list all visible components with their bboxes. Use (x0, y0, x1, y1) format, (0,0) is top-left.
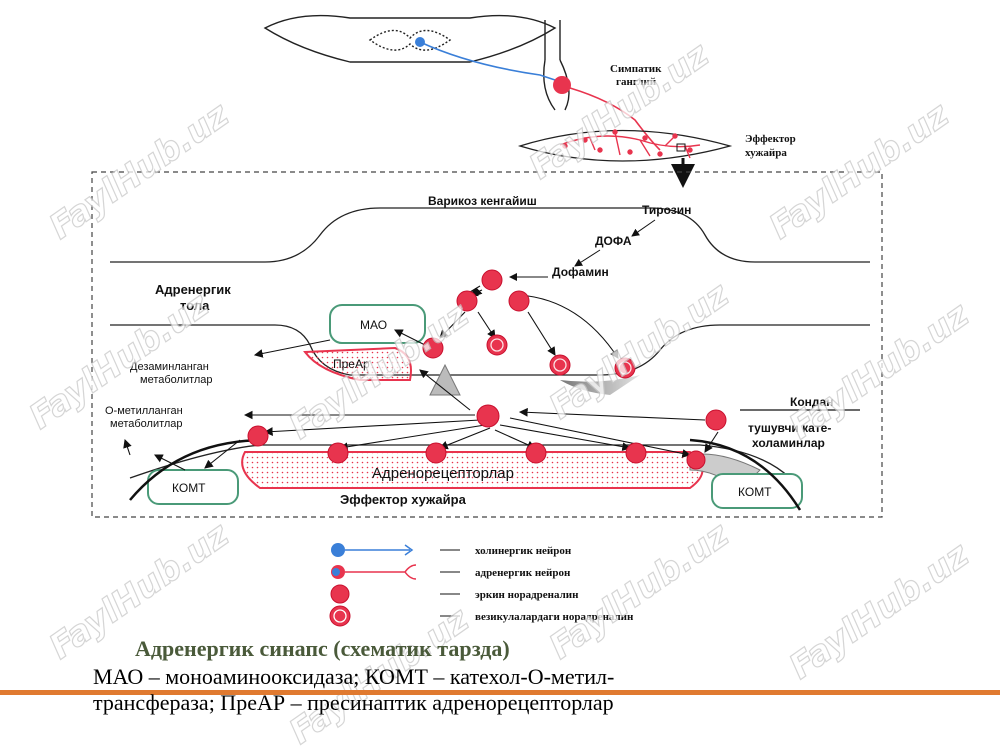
label-deaminated-2: метаболитлар (140, 374, 213, 386)
varicosity-outline (110, 207, 870, 263)
label-adrenergic-axon-1: Адренергик (155, 282, 231, 297)
legend-item-free-na: эркин норадреналин (330, 584, 579, 604)
watermark-2: FaylHub.uz (522, 35, 716, 188)
legend-item-cholinergic: холинергик нейрон (331, 543, 572, 557)
effector-cell-top (517, 129, 733, 162)
watermark-1: FaylHub.uz (42, 95, 236, 248)
label-effector-cell-bottom: Эффектор хужайра (340, 492, 467, 507)
label-sympathetic-ganglion-1: Симпатик (610, 63, 662, 75)
vesicle-na-4 (486, 334, 508, 356)
preganglionic-fiber (419, 41, 556, 81)
label-tyrosine: Тирозин (642, 203, 691, 217)
label-prear: ПреАр (333, 357, 370, 371)
label-dopamine: Дофамин (552, 265, 609, 279)
legend: холинергик нейрон адренергик нейрон эрки… (329, 543, 634, 627)
blood-curve-right (689, 438, 802, 511)
vesicle-highlights (490, 338, 632, 375)
watermark-6: FaylHub.uz (542, 275, 736, 428)
label-sympathetic-ganglion-2: ганглий (616, 76, 657, 88)
receptor-na-5 (686, 450, 706, 470)
vesicle-na-6 (614, 357, 636, 379)
label-dopa: ДОФА (595, 234, 632, 248)
free-na-4 (247, 425, 269, 447)
caption-title: Адренергик синапс (схематик тарзда) (135, 636, 510, 661)
pathway-arrows (123, 285, 719, 471)
free-na-2 (476, 404, 500, 428)
caption-line-1: МАО – моноаминооксидаза; КОМТ – катехол-… (93, 664, 615, 689)
label-adrenoreceptors: Адренорецепторлар (372, 465, 514, 482)
legend-label-vesicle-na: везикулалардаги норадреналин (475, 611, 634, 623)
enlarged-frame (91, 171, 883, 518)
label-blood: Кондан (790, 395, 833, 409)
legend-label-free-na: эркин норадреналин (475, 589, 579, 601)
vesicle-na-3 (508, 290, 530, 312)
komt-left-box (147, 469, 239, 505)
reuptake-funnel-left (429, 363, 461, 396)
legend-label-cholinergic: холинергик нейрон (475, 545, 572, 557)
vesicle-na-1 (481, 269, 503, 291)
receptor-na-2 (425, 442, 447, 464)
vesicle-na-5 (549, 354, 571, 376)
reuptake-funnel-right (560, 375, 640, 395)
synthesis-arrows (509, 219, 656, 281)
label-varicose: Варикоз кенгайиш (428, 194, 537, 208)
zoom-marker (676, 143, 686, 152)
free-na-1 (422, 337, 444, 359)
receptor-na-4 (625, 442, 647, 464)
label-methylated-1: О-метилланган (105, 405, 183, 417)
spinal-cord (263, 14, 570, 111)
legend-item-vesicle-na: везикулалардаги норадреналин (329, 605, 634, 627)
label-incoming-2: холаминлар (752, 436, 825, 450)
noradrenaline-molecules (247, 269, 727, 470)
blood-curve-left (129, 438, 266, 501)
legend-item-adrenergic: адренергик нейрон (331, 564, 571, 580)
postganglionic-fiber (569, 87, 661, 151)
watermark-3: FaylHub.uz (762, 95, 956, 248)
label-adrenergic-axon-2: тола (180, 298, 210, 313)
label-incoming-1: тушувчи кате- (748, 421, 831, 435)
label-komt-left: КОМТ (172, 481, 206, 495)
label-deaminated-1: Дезаминланган (130, 361, 209, 373)
ganglion-neuron (553, 76, 571, 94)
caption-divider-bar (0, 690, 1000, 695)
label-effector-cell-top-1: Эффектор (745, 133, 796, 145)
label-methylated-2: метаболитлар (110, 418, 183, 430)
label-effector-cell-top-2: хужайра (745, 147, 787, 159)
free-na-3 (705, 409, 727, 431)
varicosity-lower-outline (110, 324, 870, 376)
receptor-na-1 (327, 442, 349, 464)
legend-label-adrenergic: адренергик нейрон (475, 567, 571, 579)
label-komt-right: КОМТ (738, 485, 772, 499)
receptor-na-3 (525, 442, 547, 464)
nerve-terminals (559, 129, 701, 159)
vesicle-na-2 (456, 290, 478, 312)
caption-line-2: трансфераза; ПреАР – пресинаптик адренор… (93, 690, 614, 715)
prear-receptor (303, 346, 412, 381)
label-mao: МАО (360, 318, 387, 332)
watermark-7: FaylHub.uz (782, 295, 976, 448)
